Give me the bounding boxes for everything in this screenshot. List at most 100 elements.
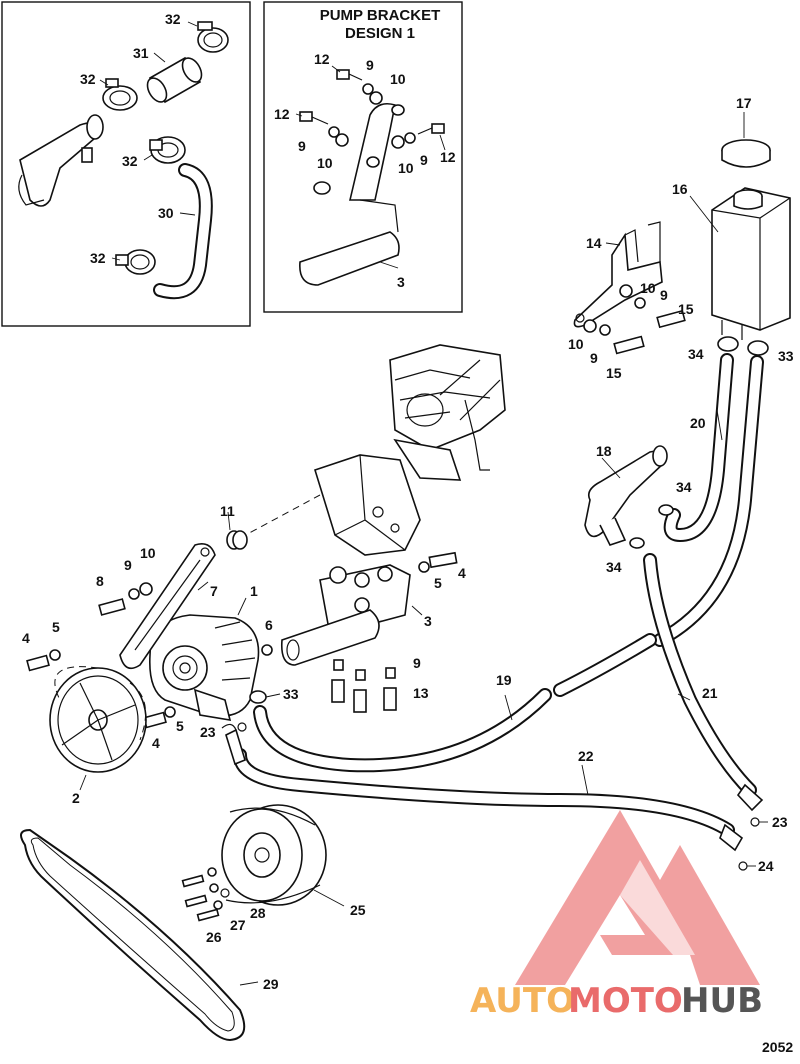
callout-2: 2	[72, 790, 80, 806]
bolts-13	[331, 659, 397, 713]
hose-22	[225, 728, 744, 852]
callout-11: 11	[220, 503, 235, 519]
callout-13: 13	[413, 685, 429, 701]
callout-27: 27	[230, 917, 246, 933]
callout-23: 23	[200, 724, 216, 740]
hose-21	[643, 553, 764, 812]
hose-30	[153, 163, 213, 300]
callout-14: 14	[586, 235, 602, 251]
callout-9: 9	[420, 152, 428, 168]
callout-28: 28	[250, 905, 266, 921]
bolt-8-washer	[98, 582, 153, 616]
clamps-34-lower	[629, 504, 674, 549]
callout-10: 10	[398, 160, 414, 176]
clamp-33-pump	[249, 690, 281, 704]
callout-22: 22	[578, 748, 594, 764]
callout-9: 9	[590, 350, 598, 366]
spacer-11	[226, 511, 248, 550]
callout-9: 9	[124, 557, 132, 573]
pump-arm-7	[119, 542, 216, 670]
callout-9: 9	[366, 57, 374, 73]
callout-15: 15	[606, 365, 622, 381]
pulley-2	[49, 666, 147, 791]
watermark-hub: HUB	[681, 981, 763, 1021]
callout-4: 4	[152, 735, 160, 751]
bolt-12-right	[391, 123, 445, 149]
callout-12: 12	[274, 106, 290, 122]
callout-4: 4	[458, 565, 466, 581]
clamp-33-reservoir	[747, 340, 769, 356]
engine-housing	[389, 344, 506, 481]
callout-34: 34	[688, 346, 704, 362]
elbow-fitting	[18, 114, 104, 207]
pump-bracket-3	[280, 564, 423, 666]
clamp-34-reservoir	[717, 336, 739, 352]
callout-34: 34	[676, 479, 692, 495]
drive-belt-29	[20, 828, 259, 1042]
inset-title-line1: PUMP BRACKET	[320, 7, 441, 24]
inset-hose-kit	[1, 1, 251, 327]
power-steering-pump-1	[148, 597, 260, 721]
bolt-12-top	[336, 69, 383, 105]
inset-pump-bracket	[263, 1, 463, 313]
callout-34: 34	[606, 559, 622, 575]
callout-6: 6	[265, 617, 273, 633]
callout-labels: 32 31 32 32 30 32 12 9 10 12 9 10 10 9 1…	[22, 11, 794, 992]
callout-21: 21	[702, 685, 718, 701]
callout-24: 24	[758, 858, 774, 874]
callout-30: 30	[158, 205, 174, 221]
callout-16: 16	[672, 181, 688, 197]
callout-33: 33	[283, 686, 299, 702]
crank-fasteners-26-28	[181, 867, 230, 922]
callout-5: 5	[52, 619, 60, 635]
callout-10: 10	[568, 336, 584, 352]
callout-31: 31	[133, 45, 149, 61]
bolt-5-right	[418, 551, 458, 573]
callout-20: 20	[690, 415, 706, 431]
callout-15: 15	[678, 301, 694, 317]
callout-7: 7	[210, 583, 218, 599]
callout-9: 9	[298, 138, 306, 154]
bolt-12-left	[299, 111, 349, 147]
watermark-logo	[515, 810, 760, 985]
hose-20	[653, 353, 764, 647]
callout-29: 29	[263, 976, 279, 992]
callout-10: 10	[140, 545, 156, 561]
clamp-32-mid	[149, 136, 186, 164]
watermark-auto: AUTO	[470, 981, 575, 1021]
callout-5: 5	[176, 718, 184, 734]
callout-32: 32	[80, 71, 96, 87]
o-ring-23-pump	[221, 723, 237, 731]
callout-19: 19	[496, 672, 512, 688]
mounting-bracket-upper	[314, 454, 421, 556]
bracket-fasteners-15	[583, 284, 686, 355]
callout-9: 9	[413, 655, 421, 671]
clamp-32-bottom	[115, 249, 156, 275]
bolts-4-5	[26, 644, 273, 729]
fitting-o-rings	[237, 722, 768, 871]
callout-3: 3	[424, 613, 432, 629]
callout-32: 32	[90, 250, 106, 266]
return-tube-18	[584, 445, 668, 546]
callout-17: 17	[736, 95, 752, 111]
callout-3: 3	[397, 274, 405, 290]
reservoir-16	[689, 187, 791, 340]
hose-19	[253, 633, 657, 773]
callout-32: 32	[122, 153, 138, 169]
callout-12: 12	[440, 149, 456, 165]
reservoir-cap-17	[721, 112, 771, 168]
inset-title-line2: DESIGN 1	[345, 25, 415, 42]
callout-10: 10	[640, 280, 656, 296]
bracket-design1	[299, 102, 405, 286]
callout-1: 1	[250, 583, 258, 599]
crank-pulley-25	[221, 804, 345, 907]
diagram-number: 2052	[762, 1039, 793, 1055]
callout-10: 10	[317, 155, 333, 171]
callout-5: 5	[434, 575, 442, 591]
watermark-moto: MOTO	[568, 981, 683, 1021]
callout-25: 25	[350, 902, 366, 918]
callout-23: 23	[772, 814, 788, 830]
callout-12: 12	[314, 51, 330, 67]
coupler-31	[146, 56, 203, 104]
